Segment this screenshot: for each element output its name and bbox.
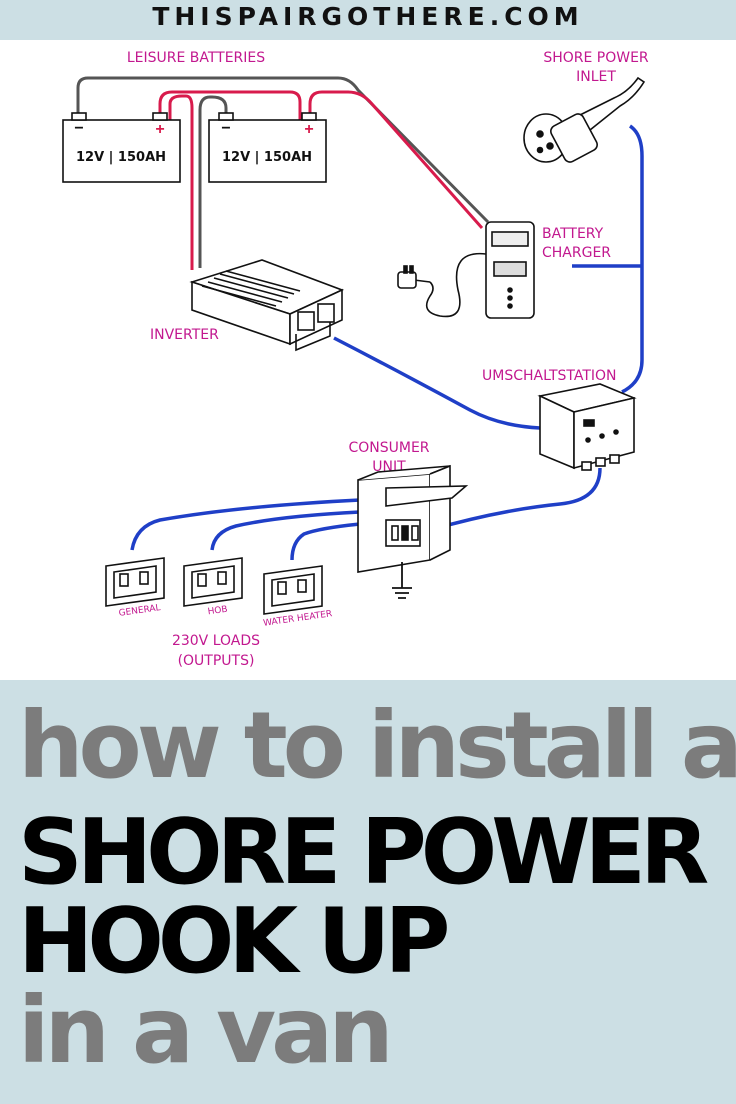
label-shore-inlet: INLET	[576, 69, 616, 85]
battery-1-positive-icon: +	[155, 121, 164, 138]
changeover-station-icon	[537, 383, 637, 471]
label-shore-power: SHORE POWER	[543, 50, 649, 66]
shore-plug-icon	[523, 76, 646, 163]
headline-line-2: SHORE POWER	[18, 800, 709, 905]
socket-hob-label: HOB	[207, 605, 228, 618]
socket-hob-icon	[183, 557, 243, 607]
ground-icon	[392, 562, 412, 599]
socket-general-label: GENERAL	[118, 603, 161, 619]
battery-2-negative-icon: −	[221, 120, 230, 137]
battery-1-spec: 12V | 150AH	[76, 150, 166, 165]
headline-line-4: in a van	[18, 977, 394, 1084]
headline-line-3: HOOK UP	[18, 889, 450, 994]
battery-2-positive-icon: +	[304, 121, 313, 138]
headline-line-1: how to install a	[18, 692, 736, 799]
label-charger: CHARGER	[542, 245, 611, 261]
dc-wires	[76, 76, 490, 270]
consumer-unit-icon	[357, 464, 469, 573]
battery-1	[62, 112, 181, 183]
battery-charger-icon	[397, 221, 535, 319]
label-outputs: (OUTPUTS)	[178, 653, 255, 669]
site-url: THISPAIRGOTHERE.COM	[152, 2, 584, 31]
inverter-icon	[189, 259, 345, 352]
socket-general-icon	[105, 557, 165, 607]
label-230v-loads: 230V LOADS	[172, 633, 260, 649]
battery-2	[208, 112, 327, 183]
battery-1-negative-icon: −	[74, 120, 83, 137]
wiring-diagram: LEISURE BATTERIES SHORE POWER INLET BATT…	[0, 40, 736, 680]
label-umschaltstation: UMSCHALTSTATION	[482, 368, 617, 384]
label-inverter: INVERTER	[150, 327, 219, 343]
top-banner: THISPAIRGOTHERE.COM	[0, 0, 736, 40]
label-consumer: CONSUMER	[348, 440, 429, 456]
label-leisure-batteries: LEISURE BATTERIES	[127, 50, 265, 66]
battery-2-spec: 12V | 150AH	[222, 150, 312, 165]
label-battery: BATTERY	[542, 226, 604, 242]
ac-wires	[130, 124, 644, 561]
socket-water-heater-icon	[263, 565, 323, 615]
